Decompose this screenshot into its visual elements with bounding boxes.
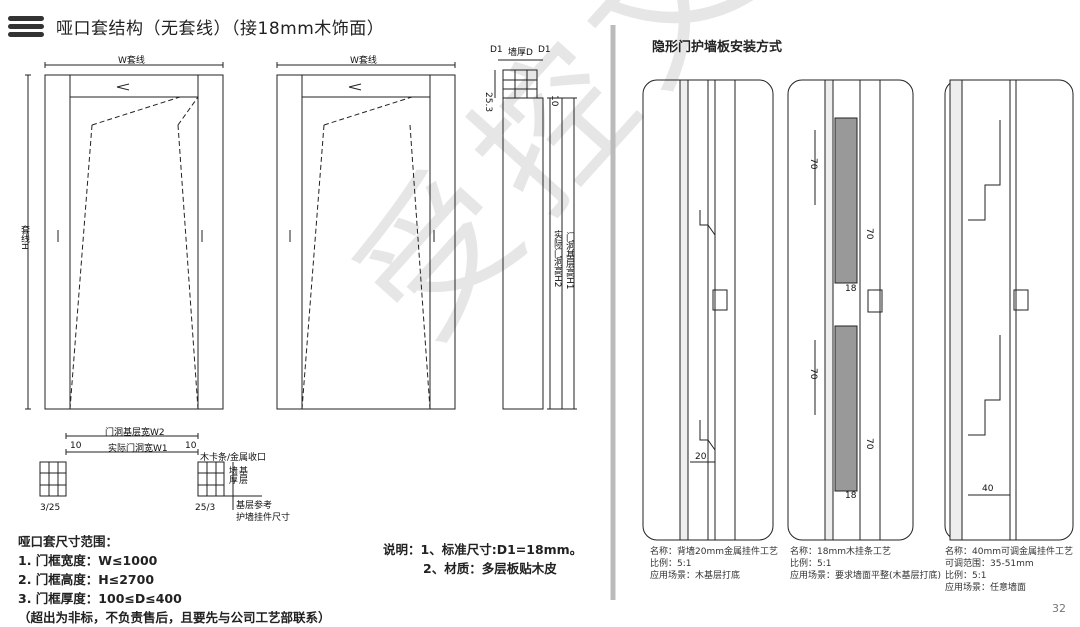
spec-item-width: 1. 门框宽度：W≤1000 bbox=[18, 553, 158, 568]
detail-panel-2 bbox=[787, 79, 914, 541]
w1-label: 实际门洞宽W1 bbox=[108, 444, 168, 454]
h-trim-label: 套线H bbox=[19, 225, 29, 250]
detail-panel-3 bbox=[944, 79, 1074, 541]
caption-1: 名称：背墙20mm金属挂件工艺 比例：5:1 应用场景：木基层打底 bbox=[650, 546, 778, 582]
dim-10-top-label: 10 bbox=[549, 95, 559, 107]
page-title: 哑口套结构（无套线）（接18mm木饰面） bbox=[56, 18, 385, 39]
dim-20: 20 bbox=[695, 452, 707, 462]
w-trim-label-1: W套线 bbox=[118, 56, 145, 66]
dim-25-3-label: 25.3 bbox=[483, 92, 493, 113]
caption-3-scale: 比例：5:1 bbox=[945, 571, 987, 581]
caption-1-name: 名称：背墙20mm金属挂件工艺 bbox=[650, 547, 778, 557]
caption-3-range: 可调范围：35-51mm bbox=[945, 559, 1034, 569]
dim-18b: 18 bbox=[845, 491, 857, 501]
title-bar: 哑口套结构（无套线）（接18mm木饰面） bbox=[8, 8, 384, 44]
note-line-2: 2、材质：多层板贴木皮 bbox=[423, 561, 557, 576]
door-frame-front-1 bbox=[25, 62, 224, 410]
dim-70c: 70 bbox=[808, 368, 818, 380]
w2-label: 门洞基层宽W2 bbox=[105, 428, 165, 438]
h1-label: 门洞基层高H1 bbox=[564, 232, 574, 290]
dim-70a: 70 bbox=[808, 158, 818, 170]
spec-block: 哑口套尺寸范围： 1. 门框宽度：W≤1000 2. 门框高度：H≤2700 3… bbox=[18, 532, 331, 627]
section-view bbox=[494, 59, 577, 410]
dim-70d: 70 bbox=[864, 438, 874, 450]
sub-size-label-4: 护墙挂件尺寸 bbox=[236, 513, 291, 523]
caption-1-scene: 应用场景：木基层打底 bbox=[650, 571, 741, 581]
dim-40: 40 bbox=[982, 484, 994, 494]
note-line-1: 说明：1、标准尺寸:D1=18mm。 bbox=[383, 542, 583, 557]
h2-label: 实际门洞高H2 bbox=[552, 230, 562, 288]
caption-2-scene: 应用场景：要求墙面平整(木基层打底) bbox=[790, 571, 942, 581]
w-trim-label-2: W套线 bbox=[350, 56, 377, 66]
dim-25-3b-label: 25/3 bbox=[195, 503, 216, 513]
caption-3-name: 名称：40mm可调金属挂件工艺 bbox=[945, 547, 1073, 557]
d1-left-label: D1 bbox=[490, 45, 503, 55]
d1-right-label: D1 bbox=[538, 45, 551, 55]
dim-18a: 18 bbox=[845, 284, 857, 294]
detail-panel-1 bbox=[642, 79, 774, 541]
dim-70b: 70 bbox=[864, 228, 874, 240]
caption-2: 名称：18mm木挂条工艺 比例：5:1 应用场景：要求墙面平整(木基层打底) bbox=[790, 546, 941, 582]
spec-heading: 哑口套尺寸范围： bbox=[18, 534, 119, 549]
door-frame-front-2 bbox=[276, 62, 456, 410]
caption-3-scene: 应用场景：任意墙面 bbox=[945, 583, 1027, 593]
caption-2-scale: 比例：5:1 bbox=[790, 559, 832, 569]
spec-item-height: 2. 门框高度：H≤2700 bbox=[18, 572, 155, 587]
dim-10-left-label: 10 bbox=[70, 441, 82, 451]
caption-3: 名称：40mm可调金属挂件工艺 可调范围：35-51mm 比例：5:1 应用场景… bbox=[945, 546, 1073, 594]
sub-size-label-2: 墙厚 bbox=[227, 466, 237, 484]
caption-2-name: 名称：18mm木挂条工艺 bbox=[790, 547, 891, 557]
notes-block: 说明：1、标准尺寸:D1=18mm。 2、材质：多层板贴木皮 bbox=[383, 540, 582, 578]
caption-1-scale: 比例：5:1 bbox=[650, 559, 692, 569]
wall-thickness-label: 墙厚D bbox=[508, 48, 533, 58]
page-number: 32 bbox=[1052, 602, 1066, 615]
spec-item-thickness: 3. 门框厚度：100≤D≤400 bbox=[18, 591, 182, 606]
menu-icon bbox=[8, 16, 44, 37]
spec-item-note: （超出为非标，不负责售后，且要先与公司工艺部联系） bbox=[18, 610, 331, 625]
dim-10-right-label: 10 bbox=[185, 441, 197, 451]
sub-size-label-1: 基层 bbox=[237, 466, 247, 484]
wood-strip-label: 木卡条/金属收口 bbox=[200, 453, 267, 463]
section-title: 隐形门护墙板安装方式 bbox=[652, 40, 783, 55]
plan-section bbox=[39, 433, 262, 510]
sub-size-label-3: 基层参考 bbox=[236, 501, 273, 511]
dim-3-25-label: 3/25 bbox=[40, 503, 61, 513]
